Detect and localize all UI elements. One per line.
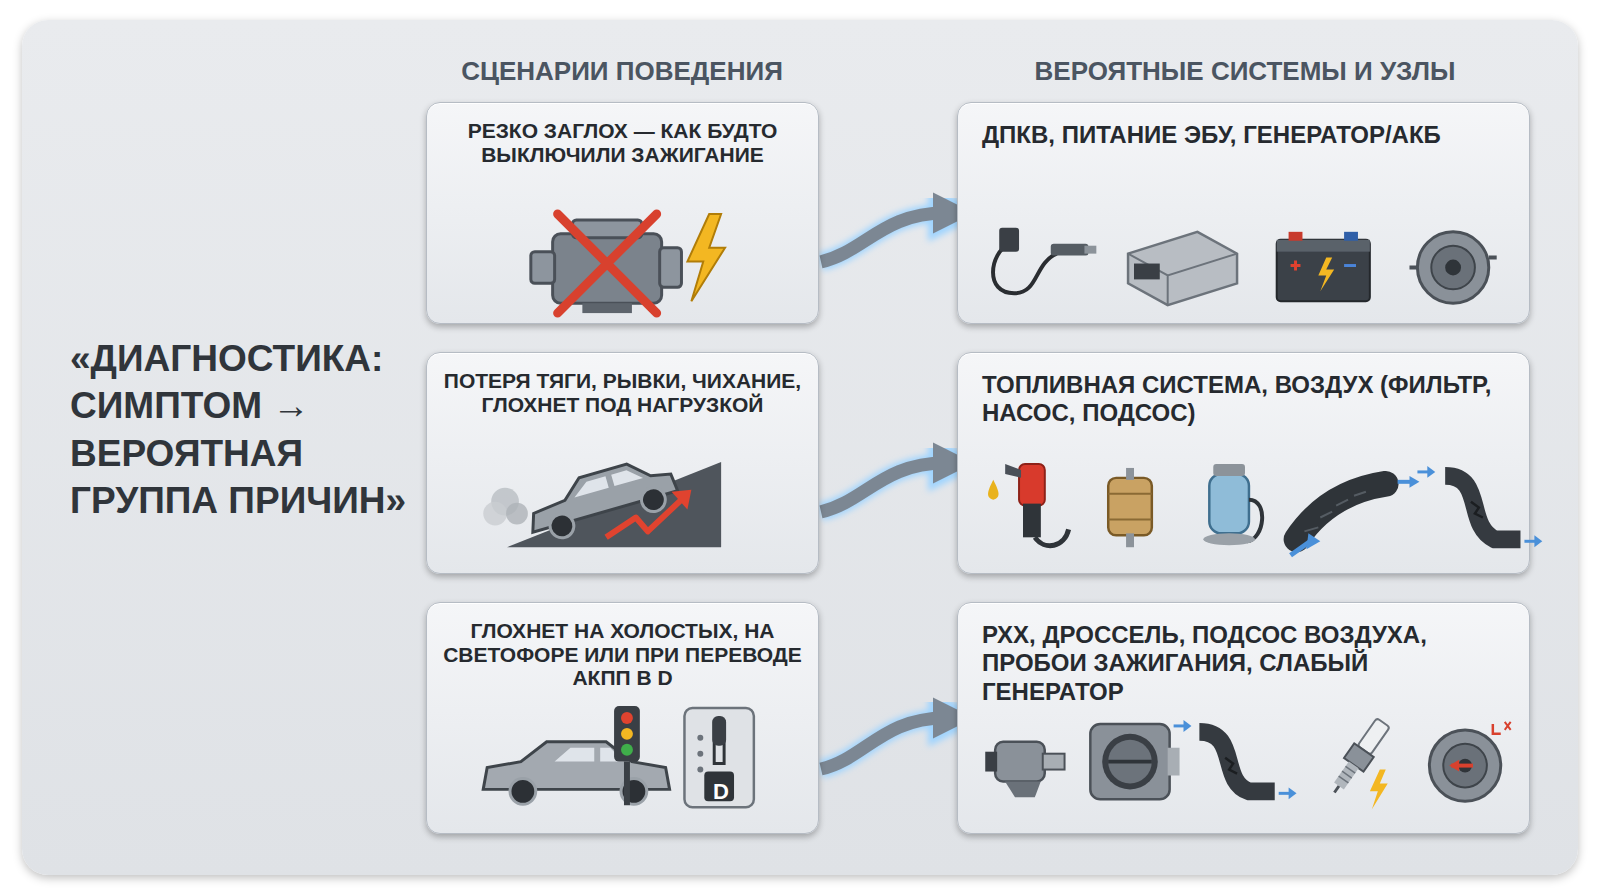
box-text: ТОПЛИВНАЯ СИСТЕМА, ВОЗДУХ (ФИЛЬТР, НАСОС… (958, 353, 1529, 428)
gear-letter: D (713, 779, 729, 805)
box-text: ГЛОХНЕТ НА ХОЛОСТЫХ, НА СВЕТОФОРЕ ИЛИ ПР… (427, 603, 818, 690)
column-header: СЦЕНАРИИ ПОВЕДЕНИЯ (461, 56, 783, 87)
box-text: ПОТЕРЯ ТЯГИ, РЫВКИ, ЧИХАНИЕ, ГЛОХНЕТ ПОД… (427, 353, 818, 416)
curved-arrow (821, 463, 945, 512)
scenario-box: РЕЗКО ЗАГЛОХ — КАК БУДТО ВЫКЛЮЧИЛИ ЗАЖИГ… (426, 102, 819, 324)
box-text: РЕЗКО ЗАГЛОХ — КАК БУДТО ВЫКЛЮЧИЛИ ЗАЖИГ… (427, 103, 818, 166)
scenario-box: ГЛОХНЕТ НА ХОЛОСТЫХ, НА СВЕТОФОРЕ ИЛИ ПР… (426, 602, 819, 834)
curved-arrow (821, 718, 945, 769)
column-header: ВЕРОЯТНЫЕ СИСТЕМЫ И УЗЛЫ (1035, 56, 1456, 87)
diagram-title: «ДИАГНОСТИКА: СИМПТОМ → ВЕРОЯТНАЯ ГРУППА… (70, 335, 420, 524)
box-text: ДПКВ, ПИТАНИЕ ЭБУ, ГЕНЕРАТОР/АКБ (958, 103, 1529, 149)
systems-box: ДПКВ, ПИТАНИЕ ЭБУ, ГЕНЕРАТОР/АКБ (957, 102, 1530, 324)
systems-box: ТОПЛИВНАЯ СИСТЕМА, ВОЗДУХ (ФИЛЬТР, НАСОС… (957, 352, 1530, 574)
scenario-box: ПОТЕРЯ ТЯГИ, РЫВКИ, ЧИХАНИЕ, ГЛОХНЕТ ПОД… (426, 352, 819, 574)
systems-box: РХХ, ДРОССЕЛЬ, ПОДСОС ВОЗДУХА, ПРОБОИ ЗА… (957, 602, 1530, 834)
box-text: РХХ, ДРОССЕЛЬ, ПОДСОС ВОЗДУХА, ПРОБОИ ЗА… (958, 603, 1529, 706)
curved-arrow (821, 213, 945, 262)
